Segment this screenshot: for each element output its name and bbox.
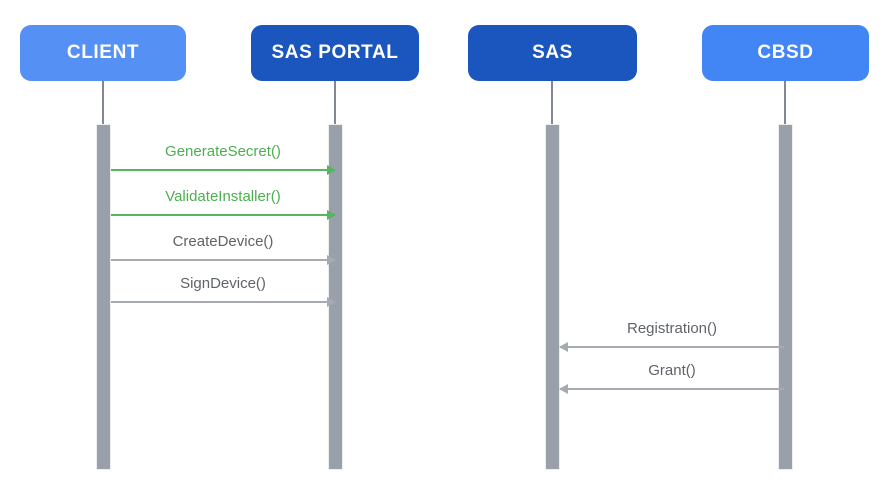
message-line-grant xyxy=(560,388,784,390)
arrowhead-icon-grant xyxy=(559,384,568,394)
activation-bar-client xyxy=(96,124,111,470)
lifeline-client xyxy=(102,81,104,126)
message-label-create-device: CreateDevice() xyxy=(172,233,274,250)
lifeline-sas-portal xyxy=(334,81,336,126)
arrowhead-icon-generate-secret xyxy=(327,165,336,175)
actor-box-client[interactable]: CLIENT xyxy=(20,25,186,81)
message-line-registration xyxy=(560,346,784,348)
message-line-generate-secret xyxy=(111,169,335,171)
lifeline-cbsd xyxy=(784,81,786,126)
message-label-validate-installer: ValidateInstaller() xyxy=(165,188,281,205)
arrowhead-icon-create-device xyxy=(327,255,336,265)
actor-label-client: CLIENT xyxy=(66,42,140,63)
lifeline-sas xyxy=(551,81,553,126)
message-label-grant: Grant() xyxy=(648,362,696,379)
arrowhead-icon-validate-installer xyxy=(327,210,336,220)
message-line-validate-installer xyxy=(111,214,335,216)
message-line-sign-device xyxy=(111,301,335,303)
arrowhead-icon-sign-device xyxy=(327,297,336,307)
message-label-registration: Registration() xyxy=(626,320,718,337)
arrowhead-icon-registration xyxy=(559,342,568,352)
actor-label-sas: SAS xyxy=(532,42,573,63)
actor-label-cbsd: CBSD xyxy=(757,42,814,63)
actor-label-sas-portal: SAS PORTAL xyxy=(271,42,399,63)
message-label-sign-device: SignDevice() xyxy=(180,275,266,292)
message-label-generate-secret: GenerateSecret() xyxy=(165,143,281,160)
message-line-create-device xyxy=(111,259,335,261)
activation-bar-sas xyxy=(545,124,560,470)
actor-box-cbsd[interactable]: CBSD xyxy=(702,25,869,81)
actor-box-sas-portal[interactable]: SAS PORTAL xyxy=(251,25,419,81)
activation-bar-cbsd xyxy=(778,124,793,470)
actor-box-sas[interactable]: SAS xyxy=(468,25,637,81)
